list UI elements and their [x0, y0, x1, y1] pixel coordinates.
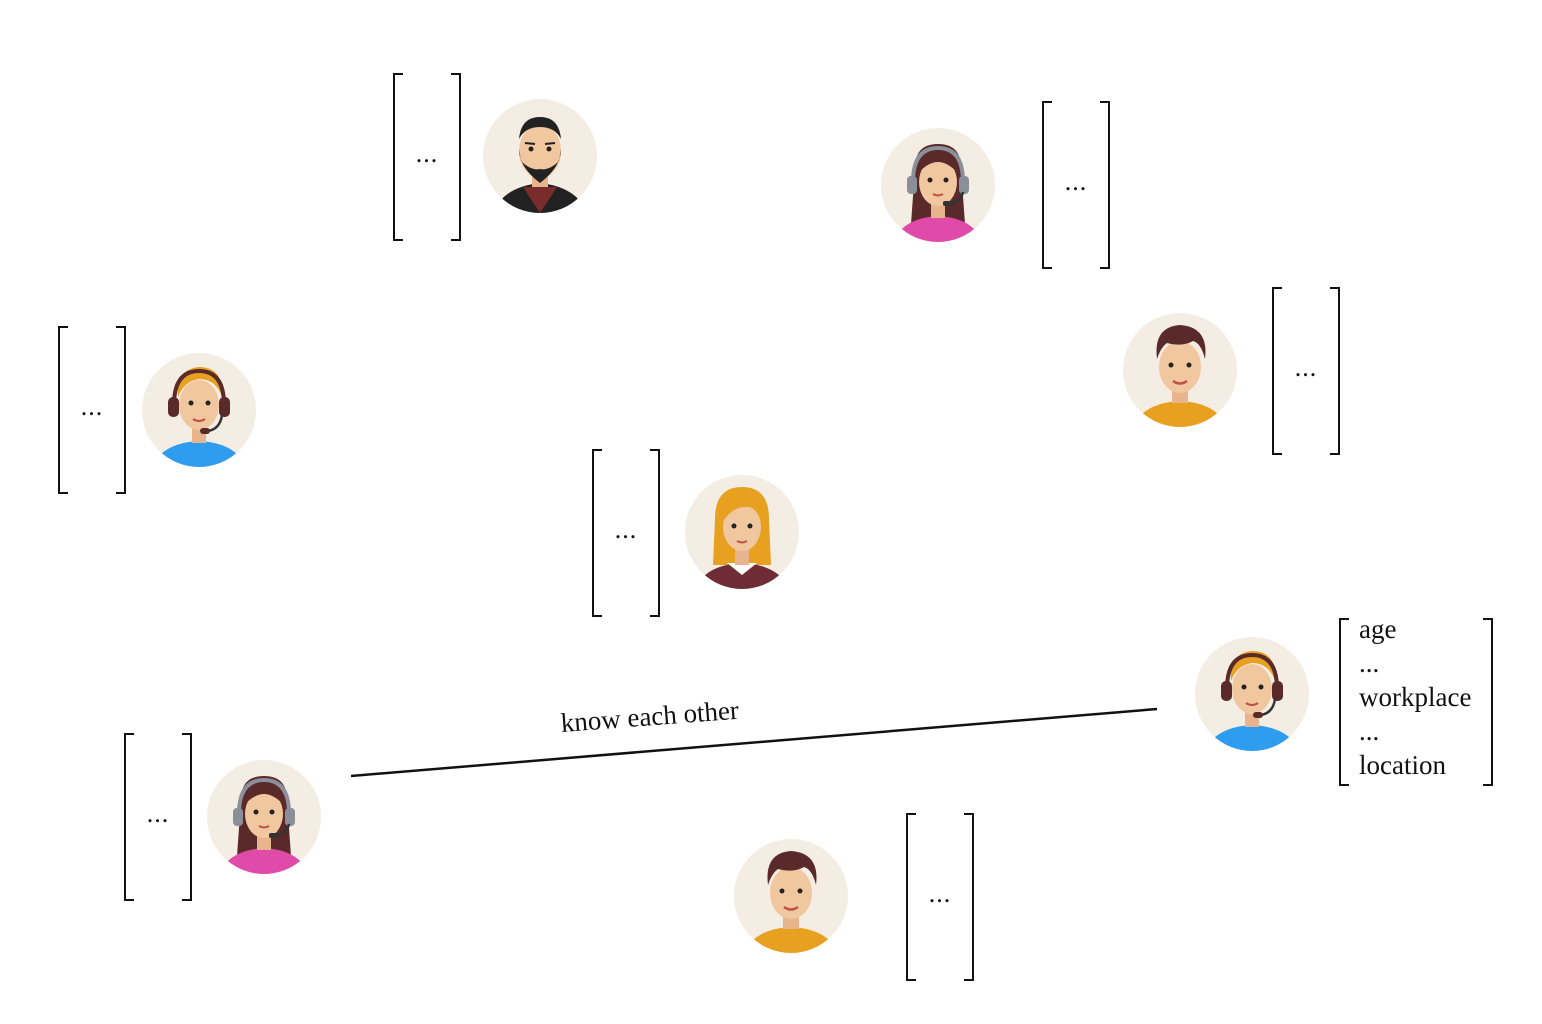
man-headset-avatar — [142, 353, 256, 467]
attribute-age: age — [1359, 614, 1397, 644]
woman-headset-avatar — [881, 128, 995, 242]
attribute-bracket-woman-headset-bottom: ... — [124, 733, 192, 901]
woman-blonde-avatar — [685, 475, 799, 589]
bearded-man-avatar — [483, 99, 597, 213]
attribute-bracket-bearded-man: ... — [393, 73, 461, 241]
attribute-ellipsis: ... — [1359, 716, 1380, 746]
attribute-bracket-man-headset-right: age ... workplace ... location — [1339, 614, 1493, 786]
attribute-bracket-man-headset-left: ... — [58, 326, 126, 494]
attribute-ellipsis: ... — [614, 515, 638, 544]
attribute-bracket-man-yellow-right: ... — [1272, 287, 1340, 455]
attribute-list: age ... workplace ... location — [1359, 612, 1471, 782]
attribute-ellipsis: ... — [80, 392, 104, 421]
attribute-location: location — [1359, 750, 1446, 780]
attribute-bracket-woman-headset-top: ... — [1042, 101, 1110, 269]
know-each-other-edge — [350, 707, 1158, 778]
attribute-ellipsis: ... — [415, 139, 439, 168]
attribute-workplace: workplace — [1359, 682, 1472, 712]
man-yellow-shirt-avatar — [1123, 313, 1237, 427]
attribute-ellipsis: ... — [146, 799, 170, 828]
attribute-bracket-man-yellow-bottom: ... — [906, 813, 974, 981]
man-yellow-shirt-bottom-avatar — [734, 839, 848, 953]
woman-headset-bottom-avatar — [207, 760, 321, 874]
attribute-ellipsis: ... — [1294, 353, 1318, 382]
man-headset-right-avatar — [1195, 637, 1309, 751]
attribute-ellipsis: ... — [928, 879, 952, 908]
attribute-bracket-woman-blonde-center: ... — [592, 449, 660, 617]
attribute-ellipsis: ... — [1064, 167, 1088, 196]
attribute-ellipsis: ... — [1359, 648, 1380, 678]
